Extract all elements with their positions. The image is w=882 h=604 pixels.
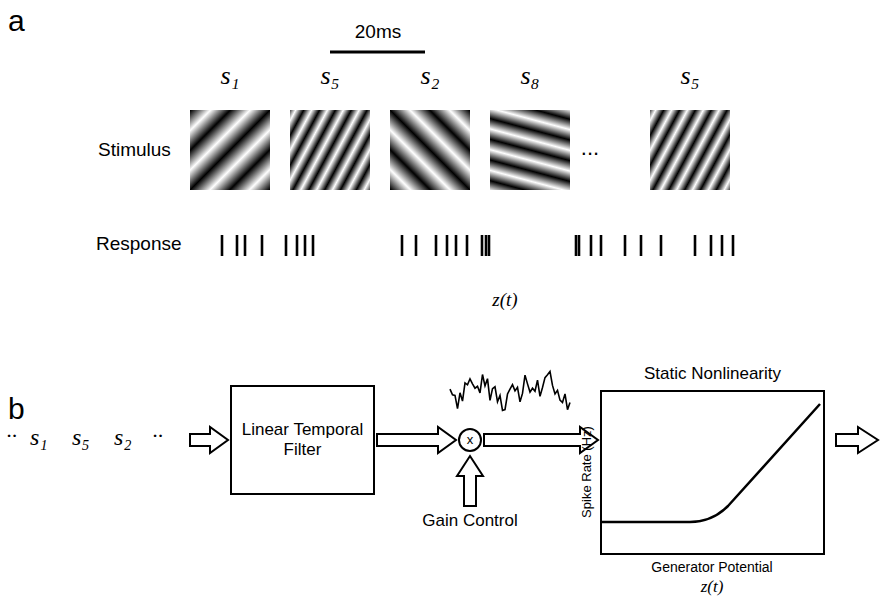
multiply-circle: x <box>458 428 482 452</box>
ellipsis: ·· <box>152 424 163 448</box>
spike-tick <box>236 235 239 256</box>
input-symbol: s₂ <box>114 424 132 450</box>
axis-label: z(t) <box>701 578 724 597</box>
stimulus-symbol: s₂ <box>420 62 439 91</box>
gain-arrow <box>457 456 483 506</box>
gain-label: Gain Control <box>422 512 517 531</box>
spike-tick <box>485 235 488 256</box>
input-symbol: s₁ <box>30 424 48 450</box>
spike-tick <box>446 235 449 256</box>
spike-tick <box>312 235 315 256</box>
spike-tick <box>600 235 603 256</box>
axis-label: Generator Potential <box>651 560 772 575</box>
spike-tick <box>590 235 593 256</box>
input-symbol: s₅ <box>72 424 90 450</box>
filter-box: Linear Temporal Filter <box>230 385 375 495</box>
spike-tick <box>660 235 663 256</box>
grating-stimuli <box>190 110 730 190</box>
spike-tick <box>640 235 643 256</box>
row-label: Response <box>96 234 182 255</box>
ellipsis: ·· <box>6 424 17 448</box>
spike-tick <box>221 235 224 256</box>
spike-tick <box>296 235 299 256</box>
grating-patch <box>650 110 730 190</box>
stimulus-symbol: s₈ <box>520 62 539 91</box>
spike-tick <box>285 235 288 256</box>
spike-tick <box>455 235 458 256</box>
panel-letter: a <box>8 4 25 37</box>
spike-tick <box>694 235 697 256</box>
spike-tick <box>575 235 578 256</box>
spike-tick <box>304 235 307 256</box>
panel-letter: b <box>8 392 25 425</box>
spike-tick <box>415 235 418 256</box>
generator-trace <box>450 372 570 411</box>
stimulus-symbol: s₅ <box>320 62 339 91</box>
signal-name: z(t) <box>492 290 517 311</box>
grating-patch <box>190 110 270 190</box>
spike-tick <box>721 235 724 256</box>
node-text: x <box>467 433 474 446</box>
scale-bar <box>330 51 425 54</box>
row-label: Stimulus <box>98 140 171 161</box>
spike-tick <box>261 235 264 256</box>
output-arrow <box>836 427 878 453</box>
spike-tick <box>435 235 438 256</box>
spike-tick <box>401 235 404 256</box>
node-text: Linear Temporal Filter <box>240 420 365 459</box>
grating-patch <box>490 110 570 190</box>
spike-tick <box>488 235 491 256</box>
axis-label: Spike Rate (Hz) <box>580 426 594 518</box>
scale-label: 20ms <box>355 22 401 43</box>
spike-tick <box>244 235 247 256</box>
nonlinearity-curve <box>602 404 820 522</box>
spike-tick <box>481 235 484 256</box>
grating-patch <box>290 110 370 190</box>
spike-tick <box>466 235 469 256</box>
stimulus-symbol: s₁ <box>220 62 239 91</box>
spike-tick <box>578 235 581 256</box>
spike-tick <box>710 235 713 256</box>
plot-title: Static Nonlinearity <box>644 364 781 384</box>
nonlinearity-plot: Static Nonlinearity <box>600 390 825 555</box>
ellipsis: ... <box>581 136 599 160</box>
block-arrow <box>377 427 456 453</box>
stimulus-symbol: s₅ <box>680 62 699 91</box>
spike-tick <box>624 235 627 256</box>
input-arrow <box>190 427 228 453</box>
spike-train <box>222 235 733 256</box>
spike-tick <box>732 235 735 256</box>
grating-patch <box>390 110 470 190</box>
